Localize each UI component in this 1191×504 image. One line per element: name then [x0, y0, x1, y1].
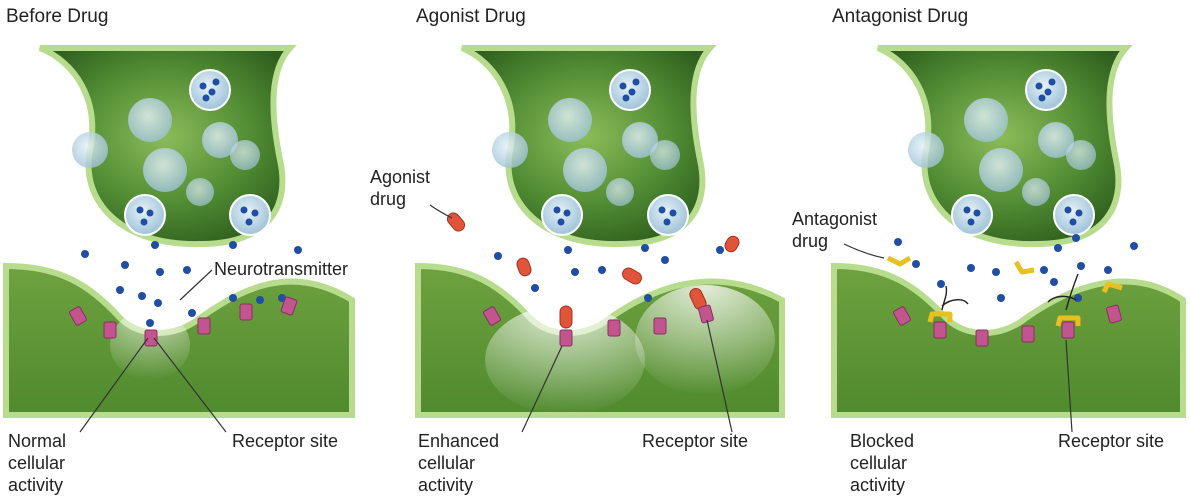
synaptic-vesicles: [908, 69, 1096, 236]
leader-lines: [429, 204, 733, 433]
panel-title: Before Drug: [6, 6, 109, 27]
receptor-label: Receptor site: [232, 431, 339, 451]
panel-title: Agonist Drug: [416, 6, 526, 27]
panel-before-drug: Before Drug Neurotransmitter Normal cell…: [0, 0, 380, 504]
antagonist-drug-molecules: [886, 255, 1123, 327]
activity-glow: [635, 285, 775, 395]
drug-label: Agonist drug: [370, 167, 431, 209]
neurotransmitter-label: Neurotransmitter: [214, 259, 349, 279]
before-drug-illustration: [3, 45, 355, 433]
receptor-sites: [69, 296, 298, 347]
activity-label: Enhanced cellular activity: [418, 431, 500, 495]
receptor-sites: [483, 304, 714, 347]
neurotransmitter-molecules: [494, 78, 724, 302]
neurotransmitter-molecules: [81, 78, 302, 327]
panel-title: Antagonist Drug: [832, 6, 969, 27]
activity-label: Normal cellular activity: [8, 431, 67, 495]
antagonist-drug-illustration: [831, 45, 1186, 433]
activity-glow: [485, 305, 645, 415]
receptor-sites: [893, 304, 1122, 347]
panel-agonist-drug: Agonist Drug Agonist drug Enhanced cellu…: [370, 0, 790, 504]
drug-label: Antagonist drug: [792, 209, 878, 251]
leader-lines: [843, 243, 1073, 433]
synaptic-vesicles: [492, 69, 689, 236]
receptor-label: Receptor site: [1058, 431, 1165, 451]
agonist-drug-illustration: [415, 45, 785, 433]
arrows: [941, 273, 1079, 311]
synaptic-vesicles: [72, 69, 271, 236]
receptor-label: Receptor site: [642, 431, 749, 451]
panel-antagonist-drug: Antagonist Drug Antagonist drug Blocked …: [792, 0, 1191, 504]
activity-label: Blocked cellular activity: [850, 431, 915, 495]
postsynaptic-neuron: [831, 262, 1186, 418]
neurotransmitter-molecules: [894, 78, 1138, 302]
leader-lines: [79, 269, 227, 433]
